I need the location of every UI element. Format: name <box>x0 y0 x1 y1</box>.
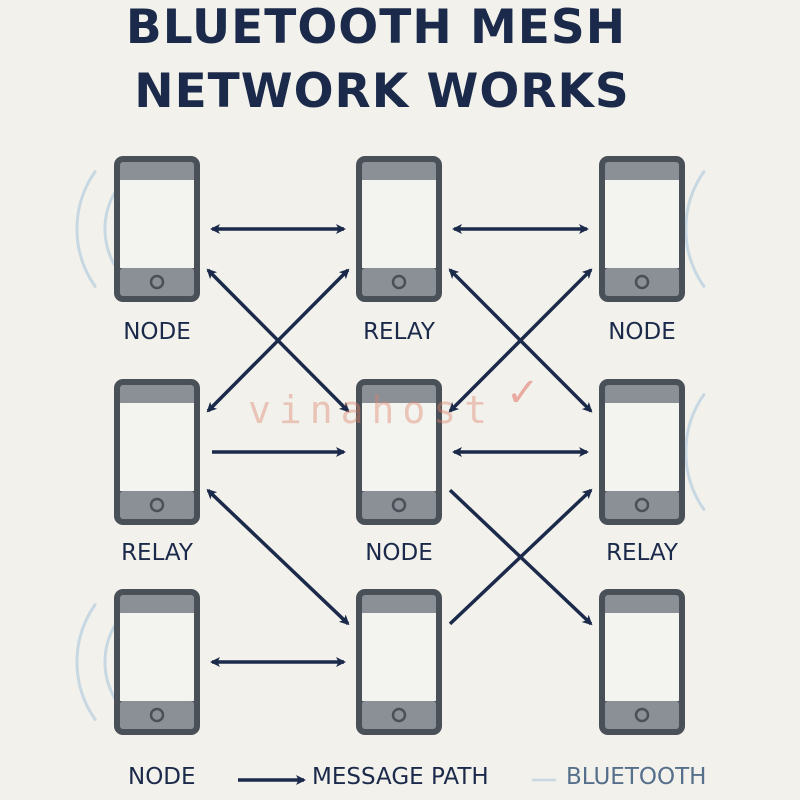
phone-device-1 <box>114 156 200 302</box>
phone-bottom-bar <box>120 268 194 296</box>
device-label: NODE <box>608 319 676 345</box>
phone-bottom-bar <box>362 701 436 729</box>
home-button-icon <box>634 274 650 290</box>
phone-device-8 <box>356 589 442 735</box>
phone-top-bar <box>605 595 679 615</box>
phone-screen <box>605 180 679 268</box>
device-label: RELAY <box>121 540 194 566</box>
bluetooth-signal-arc <box>684 170 706 288</box>
device-label: RELAY <box>606 540 679 566</box>
home-button-icon <box>149 274 165 290</box>
watermark-check-icon: ✓ <box>506 370 540 416</box>
phone-device-2 <box>356 156 442 302</box>
home-button-icon <box>391 707 407 723</box>
bluetooth-signal-arc <box>684 393 706 511</box>
title-line-1: BLUETOOTH MESH <box>125 0 627 55</box>
phone-screen <box>605 403 679 491</box>
phone-device-6 <box>599 379 685 525</box>
phone-screen <box>362 180 436 268</box>
phone-top-bar <box>605 162 679 182</box>
bluetooth-signal-arc <box>103 619 120 705</box>
device-label: NODE <box>123 319 191 345</box>
bluetooth-signal-arc <box>75 603 97 721</box>
phone-bottom-bar <box>120 701 194 729</box>
home-button-icon <box>149 707 165 723</box>
phone-screen <box>120 180 194 268</box>
bluetooth-signal-arc <box>75 170 97 288</box>
phone-screen <box>362 613 436 701</box>
message-path-arrow <box>448 268 593 413</box>
phone-screen <box>362 403 436 491</box>
device-group <box>114 156 685 735</box>
phone-top-bar <box>362 595 436 615</box>
bluetooth-signal-arc <box>103 186 120 272</box>
message-path-arrow <box>448 488 593 626</box>
home-button-icon <box>634 707 650 723</box>
phone-bottom-bar <box>362 491 436 519</box>
legend-bluetooth-label: BLUETOOTH <box>566 764 707 790</box>
phone-top-bar <box>362 385 436 405</box>
device-label: NODE <box>365 540 433 566</box>
phone-top-bar <box>120 595 194 615</box>
message-path-group <box>206 224 593 667</box>
phone-top-bar <box>120 162 194 182</box>
phone-bottom-bar <box>605 491 679 519</box>
legend-message-path-label: MESSAGE PATH <box>312 764 489 790</box>
phone-bottom-bar <box>120 491 194 519</box>
legend-node-label: NODE <box>128 764 196 790</box>
home-button-icon <box>391 274 407 290</box>
phone-screen <box>605 613 679 701</box>
home-button-icon <box>634 497 650 513</box>
phone-bottom-bar <box>605 268 679 296</box>
home-button-icon <box>149 497 165 513</box>
device-label: RELAY <box>363 319 436 345</box>
phone-bottom-bar <box>605 701 679 729</box>
phone-bottom-bar <box>362 268 436 296</box>
home-button-icon <box>391 497 407 513</box>
phone-screen <box>120 613 194 701</box>
phone-top-bar <box>120 385 194 405</box>
phone-device-3 <box>599 156 685 302</box>
title-line-2: NETWORK WORKS <box>134 64 630 119</box>
message-path-arrow <box>206 268 350 413</box>
phone-top-bar <box>362 162 436 182</box>
phone-device-9 <box>599 589 685 735</box>
message-path-arrow <box>206 488 350 626</box>
phone-device-5 <box>356 379 442 525</box>
phone-screen <box>120 403 194 491</box>
phone-device-4 <box>114 379 200 525</box>
phone-top-bar <box>605 385 679 405</box>
watermark-text: vinahost <box>248 388 496 432</box>
phone-device-7 <box>114 589 200 735</box>
device-label-group: NODE RELAY NODE RELAY NODE RELAY <box>121 319 679 566</box>
